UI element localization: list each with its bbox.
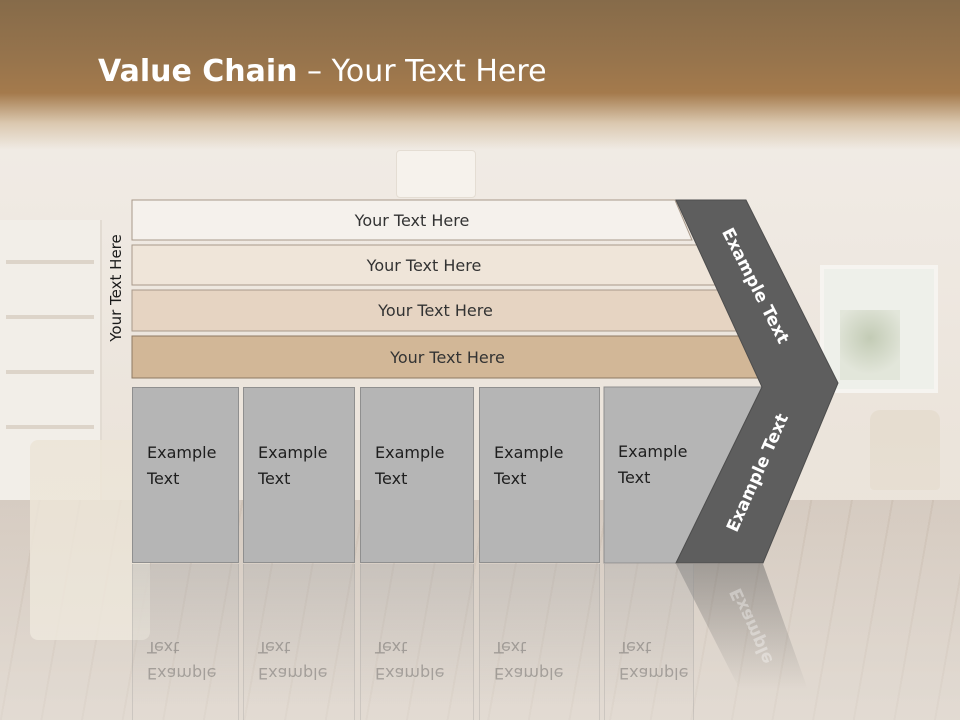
box-reflection-text: Example Text <box>619 634 688 686</box>
slide-title-rest: – Your Text Here <box>297 54 547 89</box>
box-text-line1: Example <box>258 443 328 462</box>
box-text-line1: Example <box>494 443 564 462</box>
bar-label: Your Text Here <box>378 301 493 320</box>
box-reflection-line2: Text <box>258 638 291 657</box>
box-reflection: Example Text <box>243 564 355 720</box>
bar-label: Your Text Here <box>366 255 482 275</box>
box-reflection-line1: Example <box>258 664 328 683</box>
box-reflection: Example Text <box>604 564 694 720</box>
box-reflection: Example Text <box>479 564 600 720</box>
box-reflection-line2: Text <box>147 638 180 657</box>
chevron-arrow <box>675 199 839 564</box>
box-text-line2: Text <box>494 469 527 488</box>
box-text-line1: Example <box>147 443 217 462</box>
bar-shape <box>131 199 693 241</box>
box-reflection-line2: Text <box>619 638 652 657</box>
box-text-line1: Example <box>618 442 688 461</box>
bar-label: Your Text Here <box>390 347 505 367</box>
box-reflection-text: Example Text <box>147 634 216 686</box>
title-band <box>0 0 960 150</box>
bar-label: Your Text Here <box>354 210 470 230</box>
bar-3: Your Text Here <box>132 290 739 331</box>
box-reflection: Example Text <box>360 564 474 720</box>
box-reflection-text: Example Text <box>375 634 444 686</box>
bar-1: Your Text Here <box>132 200 692 240</box>
box-reflection-text: Example Text <box>258 634 327 686</box>
bar-4: Your Text Here <box>132 336 763 378</box>
slide-title: Value Chain – Your Text Here <box>98 54 547 89</box>
box-reflection-line1: Example <box>619 664 689 683</box>
box-text-line2: Text <box>618 468 651 487</box>
bar-2: Your Text Here <box>132 245 716 285</box>
box-reflection: Example Text <box>132 564 239 720</box>
box-text-line1: Example <box>375 443 445 462</box>
chevron-reflection <box>676 564 808 690</box>
box-reflection-line2: Text <box>375 638 408 657</box>
box-text-line2: Text <box>147 469 180 488</box>
box-reflection-line1: Example <box>147 664 217 683</box>
box-text-line2: Text <box>375 469 408 488</box>
box-reflection-line1: Example <box>494 664 564 683</box>
box-reflection-line1: Example <box>375 664 445 683</box>
slide-title-bold: Value Chain <box>98 54 298 89</box>
box-reflection-line2: Text <box>494 638 527 657</box>
box-text-line2: Text <box>258 469 291 488</box>
box-reflection-text: Example Text <box>494 634 563 686</box>
